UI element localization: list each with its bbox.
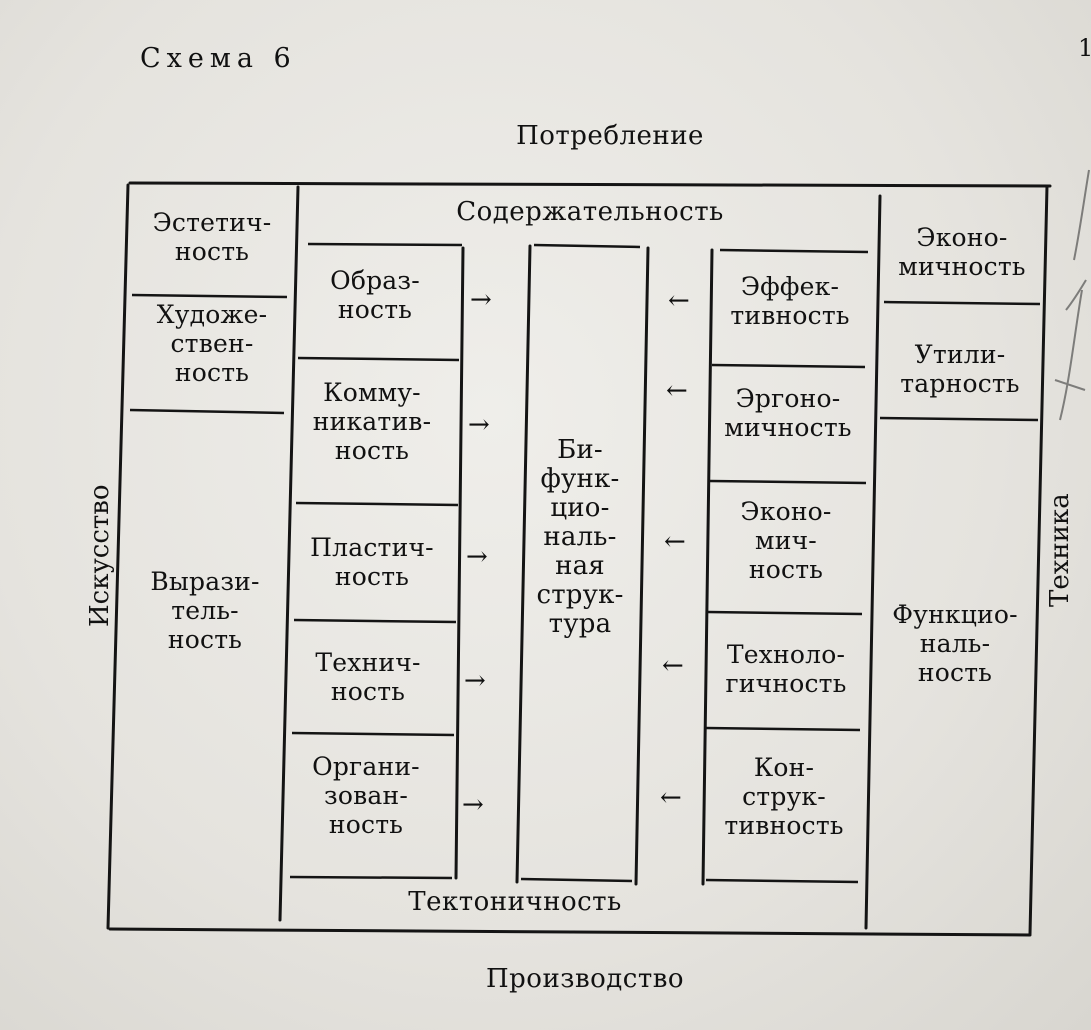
arrow-right-icon: → xyxy=(462,790,484,820)
right-quality-economic: Эконо- мич- ность xyxy=(740,497,832,584)
left-quality-communicative: Комму- никатив- ность xyxy=(312,378,432,465)
left-quality-technical: Технич- ность xyxy=(315,648,421,706)
arrow-left-icon: ← xyxy=(666,376,688,406)
bottom-label: Производство xyxy=(485,964,685,994)
page-number-fragment: 1 xyxy=(1078,34,1091,62)
left-quality-imagery: Образ- ность xyxy=(330,266,420,324)
frame-top-line xyxy=(128,181,1052,188)
left-qualities-border xyxy=(454,246,465,880)
right-quality-ergonomic: Эргоно- мичность xyxy=(724,384,852,442)
tech-column-border xyxy=(864,194,882,930)
top-label: Потребление xyxy=(516,121,704,151)
art-item-artistic: Художе- ствен- ность xyxy=(156,300,268,387)
tech-item-economy: Эконо- мичность xyxy=(898,223,1026,281)
arrow-left-icon: ← xyxy=(662,651,684,681)
arrow-right-icon: → xyxy=(470,285,492,315)
left-quality-organized: Органи- зован- ность xyxy=(312,752,420,839)
tech-item-functionality: Функцио- наль- ность xyxy=(892,600,1018,687)
right-label: Техника xyxy=(1045,493,1075,607)
center-left-border xyxy=(515,244,532,884)
right-quality-effectiveness: Эффек- тивность xyxy=(730,272,850,330)
center-right-border xyxy=(634,246,650,886)
arrow-left-icon: ← xyxy=(668,286,690,316)
center-bifunctional-structure: Би- функ- цио- наль- ная струк- тура xyxy=(536,435,624,639)
arrow-left-icon: ← xyxy=(660,783,682,813)
art-column-border xyxy=(278,185,300,922)
frame-bottom-line xyxy=(108,927,1032,937)
art-item-expressive: Вырази- тель- ность xyxy=(150,567,260,654)
tech-item-utility: Утили- тарность xyxy=(900,340,1020,398)
right-quality-constructive: Кон- струк- тивность xyxy=(724,753,844,840)
frame-left-line xyxy=(106,183,130,930)
right-quality-technological: Техноло- гичность xyxy=(725,640,847,698)
schema-title: Схема 6 xyxy=(140,43,297,74)
inner-top-label: Содержательность xyxy=(456,197,724,227)
left-quality-plastic: Пластич- ность xyxy=(310,533,434,591)
arrow-left-icon: ← xyxy=(664,527,686,557)
arrow-right-icon: → xyxy=(466,542,488,572)
inner-bottom-label: Тектоничность xyxy=(408,887,622,917)
right-qualities-border xyxy=(701,248,714,886)
arrow-right-icon: → xyxy=(464,666,486,696)
art-item-aesthetic: Эстетич- ность xyxy=(152,208,272,266)
left-label: Искусство xyxy=(85,484,115,627)
arrow-right-icon: → xyxy=(468,410,490,440)
frame-right-line xyxy=(1028,184,1049,936)
